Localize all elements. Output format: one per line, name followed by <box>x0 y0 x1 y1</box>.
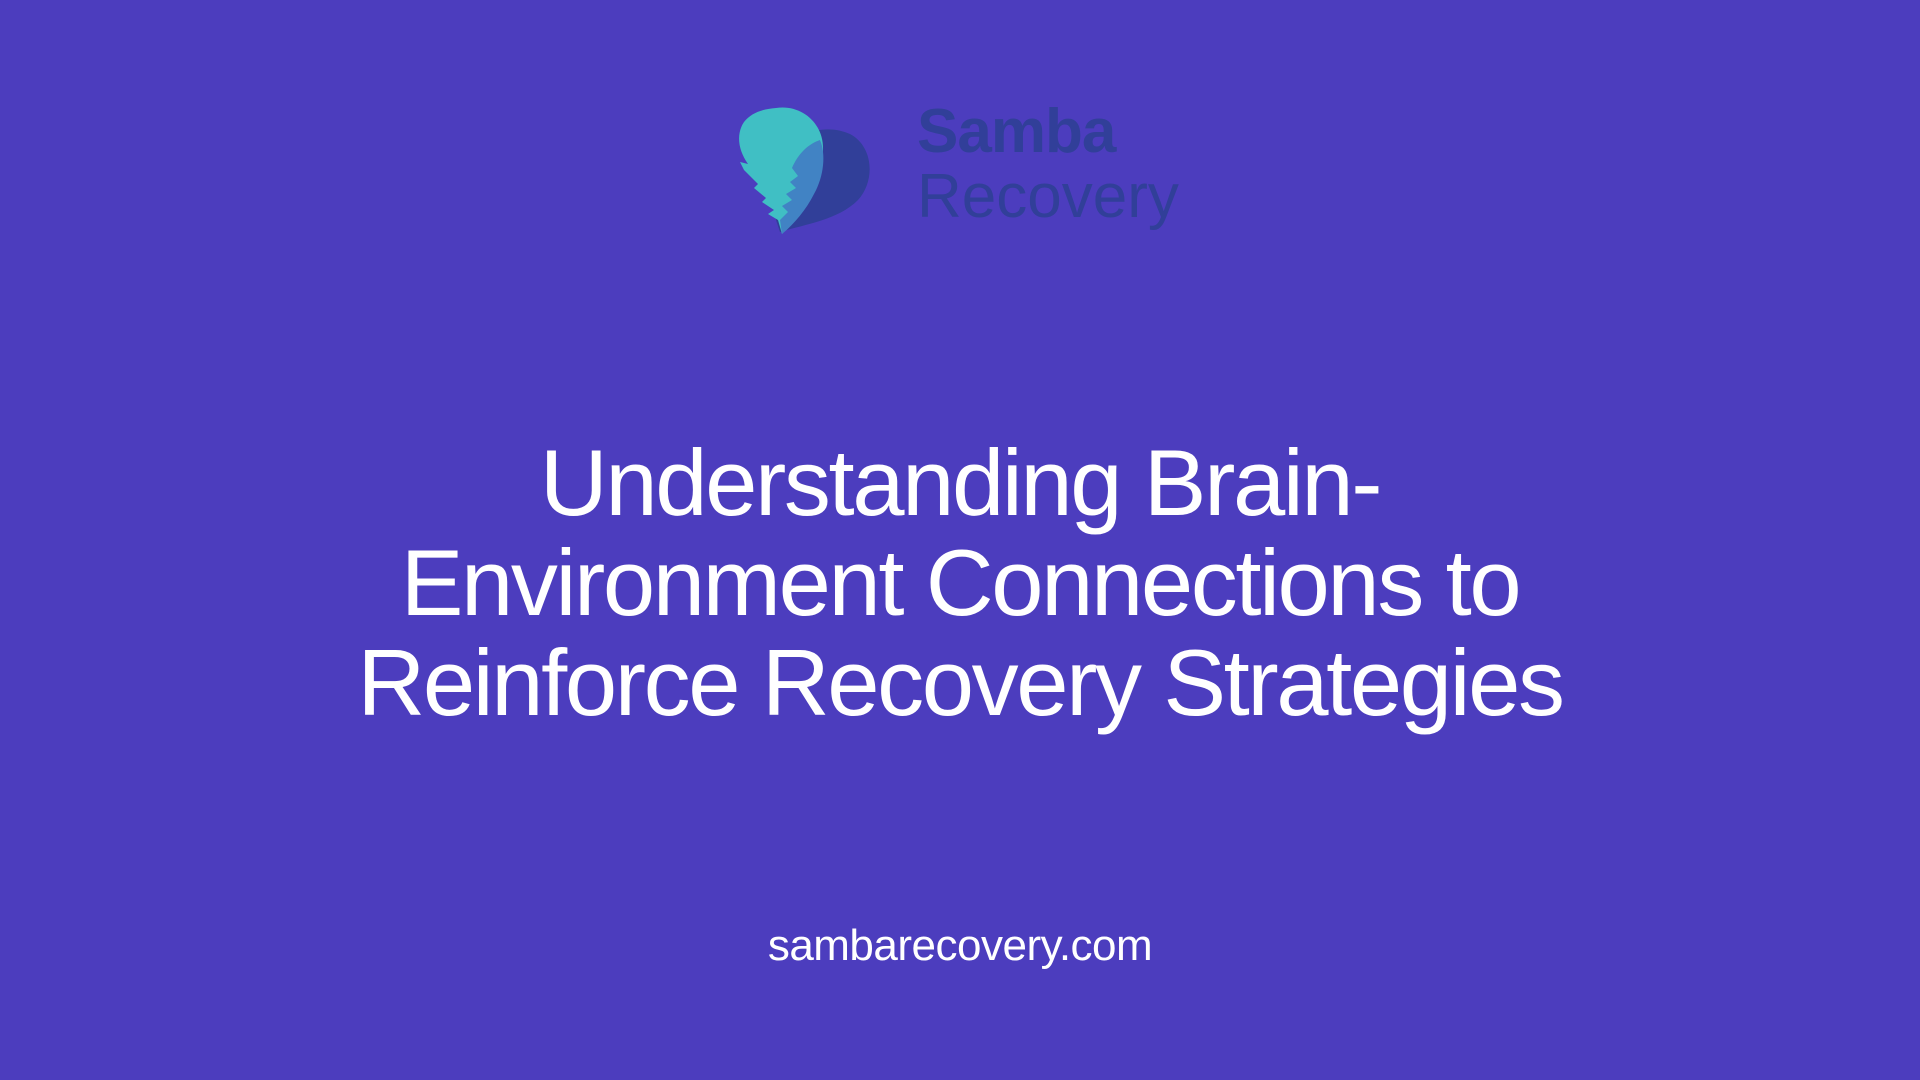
brand-name: Samba Recovery <box>917 100 1179 230</box>
feather-heart-icon <box>739 107 870 234</box>
brand-name-line1: Samba <box>917 97 1116 166</box>
brand-name-line2: Recovery <box>917 162 1179 231</box>
brand-logo: Samba Recovery <box>718 92 1208 242</box>
website-url: sambarecovery.com <box>767 921 1153 970</box>
page-title: Understanding Brain- Environment Connect… <box>0 433 1920 733</box>
title-line-3: Reinforce Recovery Strategies <box>357 630 1565 735</box>
title-line-1: Understanding Brain- <box>539 430 1383 535</box>
title-line-2: Environment Connections to <box>400 530 1522 635</box>
